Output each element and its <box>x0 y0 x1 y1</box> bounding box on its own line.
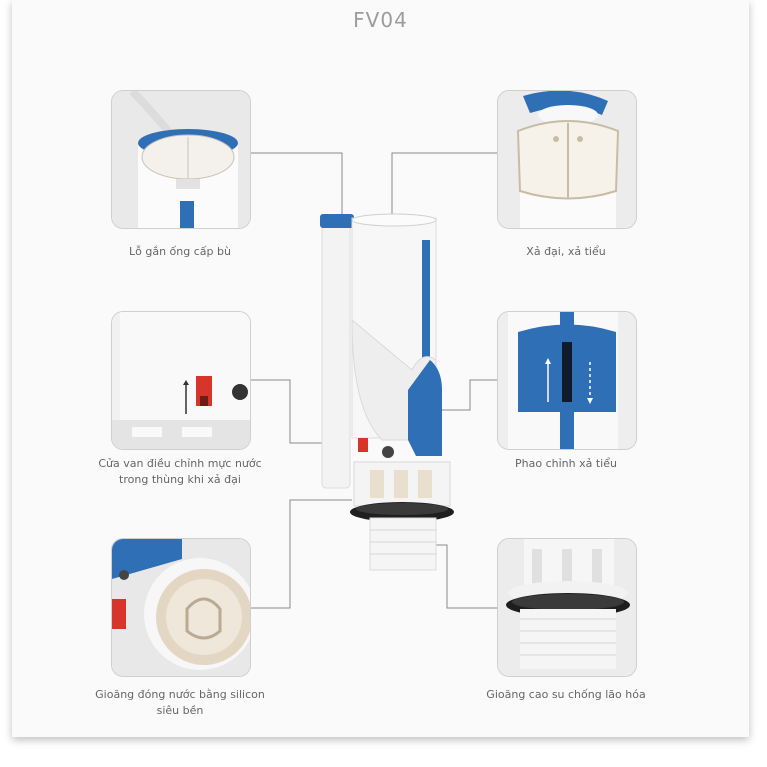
thumb-dual-flush <box>497 90 637 229</box>
caption-level-valve: Cửa van điều chỉnh mực nước trong thùng … <box>98 457 262 486</box>
thumb-level-valve <box>111 311 251 450</box>
thumb-silicone-seal <box>111 538 251 677</box>
product-card: FV04 Lỗ gắn ống cấp bù <box>12 0 749 737</box>
thumb-rubber-gasket <box>497 538 637 677</box>
product-title: FV04 <box>353 8 408 32</box>
main-flush-valve-image <box>320 213 454 571</box>
caption-rubber-gasket: Gioăng cao su chống lão hóa <box>486 688 646 701</box>
thumb-refill-hole <box>111 90 251 229</box>
thumb-half-flush-float <box>497 311 637 450</box>
caption-half-flush-float: Phao chỉnh xả tiểu <box>515 457 617 470</box>
connector-lines <box>250 152 498 609</box>
caption-refill-hole: Lỗ gắn ống cấp bù <box>129 245 231 258</box>
caption-dual-flush: Xả đại, xả tiểu <box>526 245 606 258</box>
caption-silicone-seal: Gioăng đóng nước bằng silicon siêu bền <box>95 688 265 717</box>
